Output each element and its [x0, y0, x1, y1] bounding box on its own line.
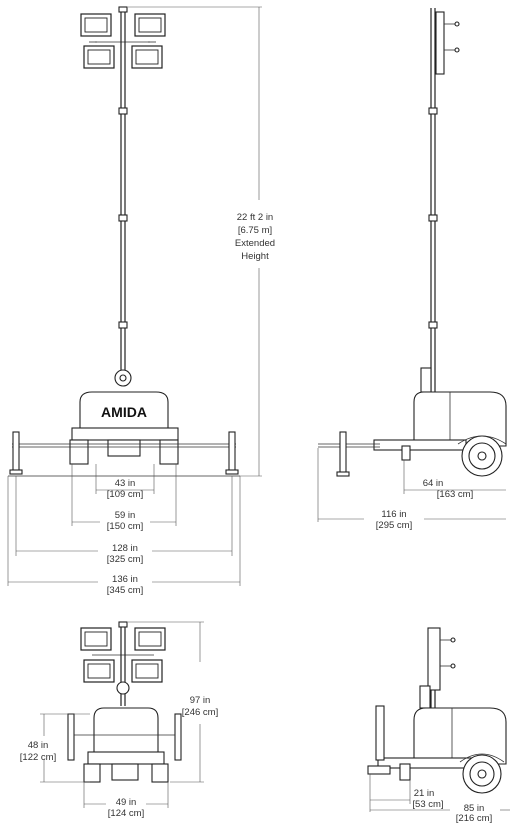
width-59-metric: [150 cm] [107, 521, 143, 532]
generator-body-front: AMIDA [12, 391, 236, 465]
stowed-side-21-imperial: 21 in [414, 788, 435, 799]
dim-width-59: 59 in [150 cm] [71, 464, 177, 532]
stowed-side-21-metric: [53 cm] [412, 799, 443, 810]
dim-width-136: 136 in [345 cm] [7, 476, 241, 596]
side-116-metric: [295 cm] [376, 520, 412, 531]
width-136-imperial: 136 in [112, 574, 138, 585]
dim-stowed-side-85: 85 in [216 cm] [369, 774, 510, 823]
lamp-array-stowed [80, 621, 166, 706]
side-view-stowed: 21 in [53 cm] 85 in [216 cm] [367, 627, 510, 823]
generator-body-side-stowed [367, 705, 507, 781]
extended-height-line1: 22 ft 2 in [237, 212, 273, 223]
stowed-side-85-metric: [216 cm] [456, 813, 492, 823]
extended-height-line2: [6.75 m] [238, 225, 272, 236]
width-43-metric: [109 cm] [107, 489, 143, 500]
extended-height-line4: Height [241, 251, 269, 262]
stowed-height-97-metric: [246 cm] [182, 707, 218, 718]
side-64-metric: [163 cm] [437, 489, 473, 500]
width-59-imperial: 59 in [115, 510, 136, 521]
outriggers-front [8, 431, 240, 477]
dim-stowed-width-49: 49 in [124 cm] [83, 782, 169, 819]
brand-logo-front: AMIDA [101, 404, 147, 420]
stowed-width-49-metric: [124 cm] [108, 808, 144, 819]
side-64-imperial: 64 in [423, 478, 444, 489]
stowed-height-97-imperial: 97 in [190, 695, 211, 706]
generator-body-stowed [67, 707, 182, 783]
front-view-extended: AMIDA 22 ft 2 in [6.75 m] Extended Heigh… [7, 6, 275, 596]
width-43-imperial: 43 in [115, 478, 136, 489]
dim-width-43: 43 in [109 cm] [95, 464, 155, 500]
wheel-side [457, 435, 507, 477]
stowed-side-85-imperial: 85 in [464, 803, 485, 814]
dim-width-128: 128 in [325 cm] [15, 476, 233, 565]
stowed-height-48-metric: [122 cm] [20, 752, 56, 763]
dim-side-116: 116 in [295 cm] [317, 448, 506, 531]
mast-side-stowed [419, 627, 456, 709]
dim-stowed-height-97: 97 in [246 cm] [128, 621, 218, 783]
stowed-height-48-imperial: 48 in [28, 740, 49, 751]
dim-extended-height: 22 ft 2 in [6.75 m] Extended Height [128, 6, 275, 477]
dim-stowed-side-21: 21 in [53 cm] [370, 780, 444, 810]
width-128-imperial: 128 in [112, 543, 138, 554]
dim-stowed-height-48: 48 in [122 cm] [20, 713, 90, 783]
width-128-metric: [325 cm] [107, 554, 143, 565]
wheel-side-stowed [459, 753, 505, 794]
mast-side [420, 8, 460, 393]
width-136-metric: [345 cm] [107, 585, 143, 596]
dim-side-64: 64 in [163 cm] [403, 460, 506, 500]
mast-front [114, 12, 132, 387]
extended-height-line3: Extended [235, 238, 275, 249]
side-116-imperial: 116 in [381, 509, 406, 520]
generator-body-side [318, 391, 507, 477]
side-view-extended: 64 in [163 cm] 116 in [295 cm] [317, 8, 507, 531]
lamp-array-front [80, 6, 166, 69]
stowed-width-49-imperial: 49 in [116, 797, 137, 808]
front-view-stowed: 97 in [246 cm] 48 in [122 cm] 49 in [124… [20, 621, 218, 819]
